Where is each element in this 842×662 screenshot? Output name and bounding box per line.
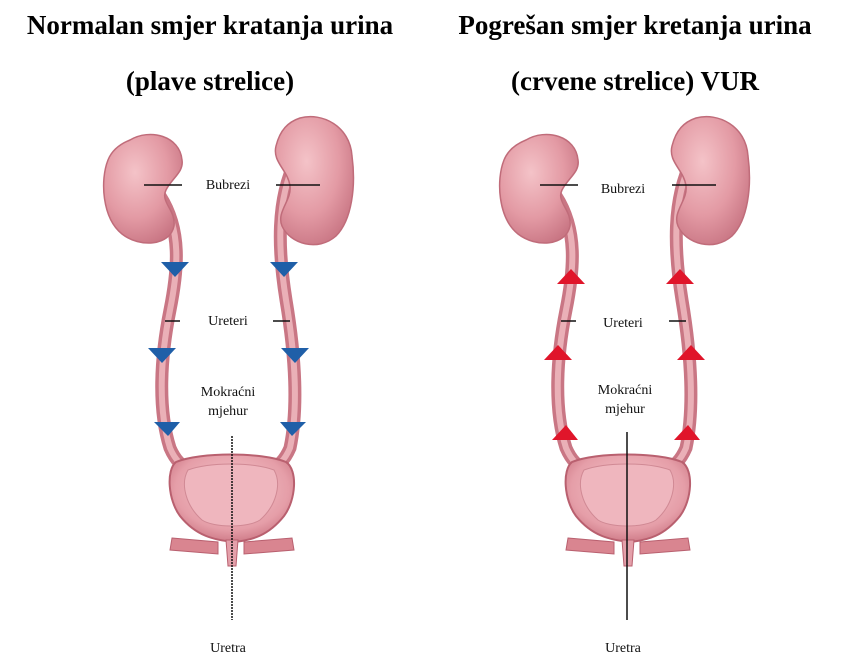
right-urethra (622, 540, 634, 566)
left-arrow-3 (154, 422, 180, 436)
left-arrow-4 (270, 262, 298, 277)
right-arrow-4 (666, 269, 694, 284)
right-arrow-6 (674, 425, 700, 440)
right-label-urethra: Uretra (583, 640, 663, 658)
left-arrow-2 (148, 348, 176, 363)
left-label-kidneys: Bubrezi (188, 177, 268, 195)
left-arrow-1 (161, 262, 189, 277)
right-arrow-5 (677, 345, 705, 360)
left-arrow-5 (281, 348, 309, 363)
left-label-bladder-line2: mjehur (178, 403, 278, 421)
left-kidney-left (104, 134, 183, 243)
right-label-bladder-line2: mjehur (575, 401, 675, 419)
right-label-ureters: Ureteri (583, 315, 663, 333)
left-arrow-6 (280, 422, 306, 436)
right-arrow-1 (557, 269, 585, 284)
right-arrow-2 (544, 345, 572, 360)
left-label-bladder-line1: Mokraćni (178, 384, 278, 402)
left-label-ureters: Ureteri (188, 313, 268, 331)
right-label-kidneys: Bubrezi (583, 181, 663, 199)
right-kidney-left (500, 134, 579, 243)
left-label-urethra: Uretra (188, 640, 268, 658)
right-label-bladder-line1: Mokraćni (575, 382, 675, 400)
